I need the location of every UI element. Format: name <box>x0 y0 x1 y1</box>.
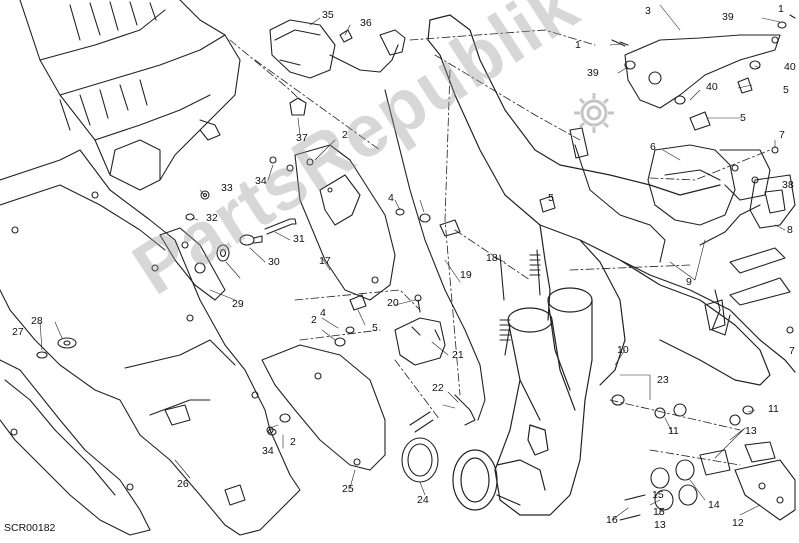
callout-11: 11 <box>768 403 779 415</box>
callout-1: 1 <box>778 3 784 15</box>
callout-39: 39 <box>722 11 734 23</box>
callout-5: 5 <box>372 322 378 334</box>
rear-frame <box>0 359 151 536</box>
callout-11: 11 <box>668 425 679 437</box>
callout-38: 38 <box>782 179 794 191</box>
callout-23: 23 <box>657 374 669 386</box>
callout-7: 7 <box>789 345 795 357</box>
callout-2: 2 <box>311 314 317 326</box>
exhaust-pipes <box>427 14 796 516</box>
callout-2: 2 <box>342 129 348 141</box>
elbow-6 <box>647 144 796 229</box>
callout-30: 30 <box>268 256 280 268</box>
callout-15: 15 <box>652 489 664 501</box>
callout-22: 22 <box>432 382 444 394</box>
callout-7: 7 <box>779 129 785 141</box>
callout-25: 25 <box>342 483 354 495</box>
callout-33: 33 <box>221 182 233 194</box>
callout-15: 15 <box>653 506 665 518</box>
callout-13: 13 <box>745 425 757 437</box>
bracket-3 <box>624 34 781 109</box>
callout-3: 3 <box>645 5 651 17</box>
gear-icon <box>574 93 614 133</box>
callout-40: 40 <box>706 81 718 93</box>
callout-39: 39 <box>587 67 599 79</box>
callout-2: 2 <box>290 436 296 448</box>
callout-28: 28 <box>31 315 43 327</box>
clamps-5 <box>349 77 753 311</box>
callout-13: 13 <box>654 519 666 531</box>
gaskets-8 <box>729 247 791 306</box>
diagram-code: SCR00182 <box>4 522 56 534</box>
leader-lines <box>229 29 771 466</box>
callout-5: 5 <box>548 192 554 204</box>
callout-19: 19 <box>460 269 472 281</box>
callout-14: 14 <box>708 499 720 511</box>
callout-8: 8 <box>787 224 793 236</box>
callout-12: 12 <box>732 517 744 529</box>
callout-37: 37 <box>296 132 308 144</box>
callout-35: 35 <box>322 9 334 21</box>
callout-18: 18 <box>486 252 498 264</box>
callout-9: 9 <box>686 276 692 288</box>
heat-shield-lower <box>261 344 386 471</box>
callout-24: 24 <box>417 494 429 506</box>
callout-27: 27 <box>12 326 24 338</box>
callout-1: 1 <box>575 39 581 51</box>
callout-4: 4 <box>320 307 326 319</box>
callout-32: 32 <box>206 212 218 224</box>
callout-21: 21 <box>452 349 464 361</box>
callout-34: 34 <box>255 175 267 187</box>
clamp-24 <box>401 411 439 483</box>
callout-29: 29 <box>232 298 244 310</box>
callout-20: 20 <box>387 297 399 309</box>
callout-5: 5 <box>783 84 789 96</box>
muffler <box>0 149 301 536</box>
callout-17: 17 <box>319 255 331 267</box>
small-hardware <box>267 14 796 436</box>
fasteners-left <box>36 190 297 359</box>
callout-16: 16 <box>606 514 618 526</box>
cover-21 <box>394 317 446 366</box>
callout-34: 34 <box>262 445 274 457</box>
heat-shield-upper <box>294 144 396 301</box>
callout-lines <box>39 4 786 521</box>
callout-6: 6 <box>650 141 656 153</box>
callout-5: 5 <box>740 112 746 124</box>
cable-19 <box>384 89 541 421</box>
callout-31: 31 <box>293 233 305 245</box>
callout-26: 26 <box>177 478 189 490</box>
lambda-cable <box>569 127 761 336</box>
engine-frame <box>19 0 241 191</box>
callout-10: 10 <box>617 344 629 356</box>
callout-40: 40 <box>784 61 796 73</box>
callout-36: 36 <box>360 17 372 29</box>
bracket-29 <box>159 227 226 301</box>
callout-4: 4 <box>388 192 394 204</box>
sensor-35 <box>269 19 406 116</box>
